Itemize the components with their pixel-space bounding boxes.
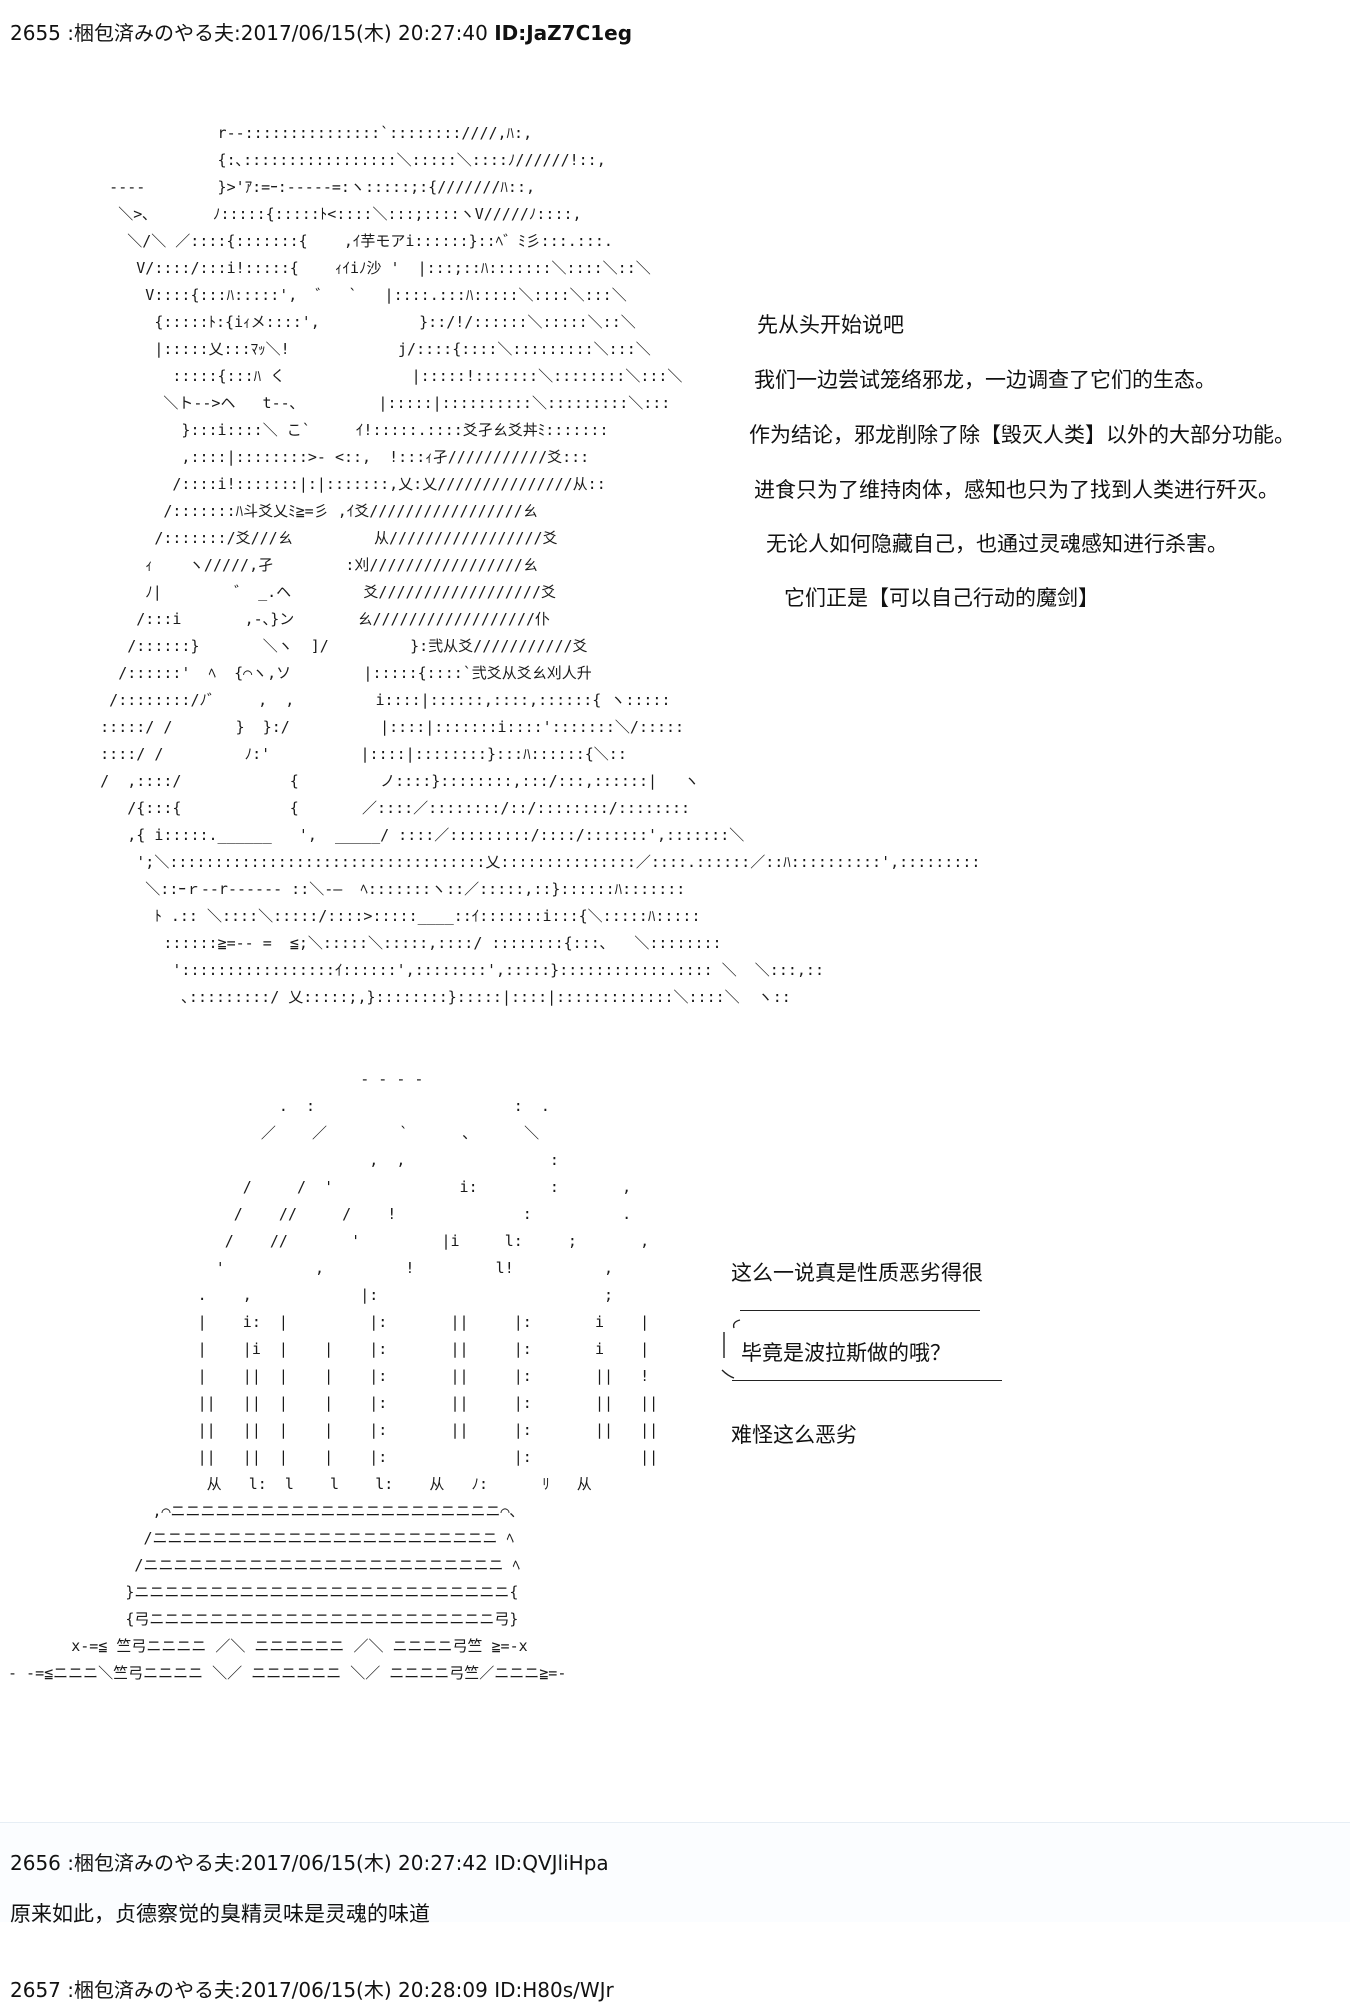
post-2656-background [0, 1822, 1350, 1922]
ascii-art-ghost: - - - - . : : . ／ ／ ` ､ ＼ , , : [8, 1070, 659, 1682]
poster-name: 梱包済みのやる夫 [74, 1978, 235, 2002]
speech-bubble-top [740, 1310, 980, 1311]
post-header-2657: 2657 :梱包済みのやる夫:2017/06/15(木) 20:28:09 ID… [10, 1978, 614, 2002]
dialogue-line-6: 它们正是【可以自己行动的魔剑】 [784, 586, 1099, 610]
speech-bubble-text: 毕竟是波拉斯做的哦？ [741, 1341, 951, 1365]
post-header-2655: 2655 :梱包済みのやる夫:2017/06/15(木) 20:27:40 ID… [10, 21, 633, 45]
post-number[interactable]: 2656 [10, 1851, 61, 1875]
post-datetime: 2017/06/15(木) 20:27:42 [240, 1851, 488, 1875]
post-body-2656: 原来如此，贞德察觉的臭精灵味是灵魂的味道 [10, 1902, 430, 1926]
dialogue-line-3: 作为结论，邪龙削除了除【毁灭人类】以外的大部分功能。 [749, 423, 1295, 447]
dialogue-line-5: 无论人如何隐藏自己，也通过灵魂感知进行杀害。 [766, 532, 1228, 556]
post-datetime: 2017/06/15(木) 20:28:09 [240, 1978, 488, 2002]
poster-id[interactable]: ID:H80s/WJr [494, 1978, 614, 2002]
poster-id[interactable]: ID:JaZ7C1eg [494, 21, 633, 45]
dialogue-line-8: 难怪这么恶劣 [731, 1423, 857, 1447]
poster-name: 梱包済みのやる夫 [74, 1851, 235, 1875]
post-header-2656: 2656 :梱包済みのやる夫:2017/06/15(木) 20:27:42 ID… [10, 1851, 609, 1875]
post-number[interactable]: 2655 [10, 21, 61, 45]
poster-name: 梱包済みのやる夫 [74, 21, 235, 45]
post-separator [0, 1822, 1350, 1823]
speech-bubble-left [721, 1319, 741, 1379]
dialogue-line-4: 进食只为了维持肉体，感知也只为了找到人类进行歼灭。 [754, 478, 1279, 502]
ascii-art-dragon: r‐-:::::::::::::::`::::::::////,ﾊ:, {:､:… [100, 124, 981, 1006]
speech-bubble-bottom [732, 1380, 1002, 1381]
dialogue-line-2: 我们一边尝试笼络邪龙，一边调查了它们的生态。 [754, 368, 1216, 392]
post-datetime: 2017/06/15(木) 20:27:40 [240, 21, 488, 45]
dialogue-line-7: 这么一说真是性质恶劣得很 [731, 1261, 983, 1285]
dialogue-line-1: 先从头开始说吧 [757, 313, 904, 337]
poster-id[interactable]: ID:QVJliHpa [494, 1851, 609, 1875]
post-number[interactable]: 2657 [10, 1978, 61, 2002]
